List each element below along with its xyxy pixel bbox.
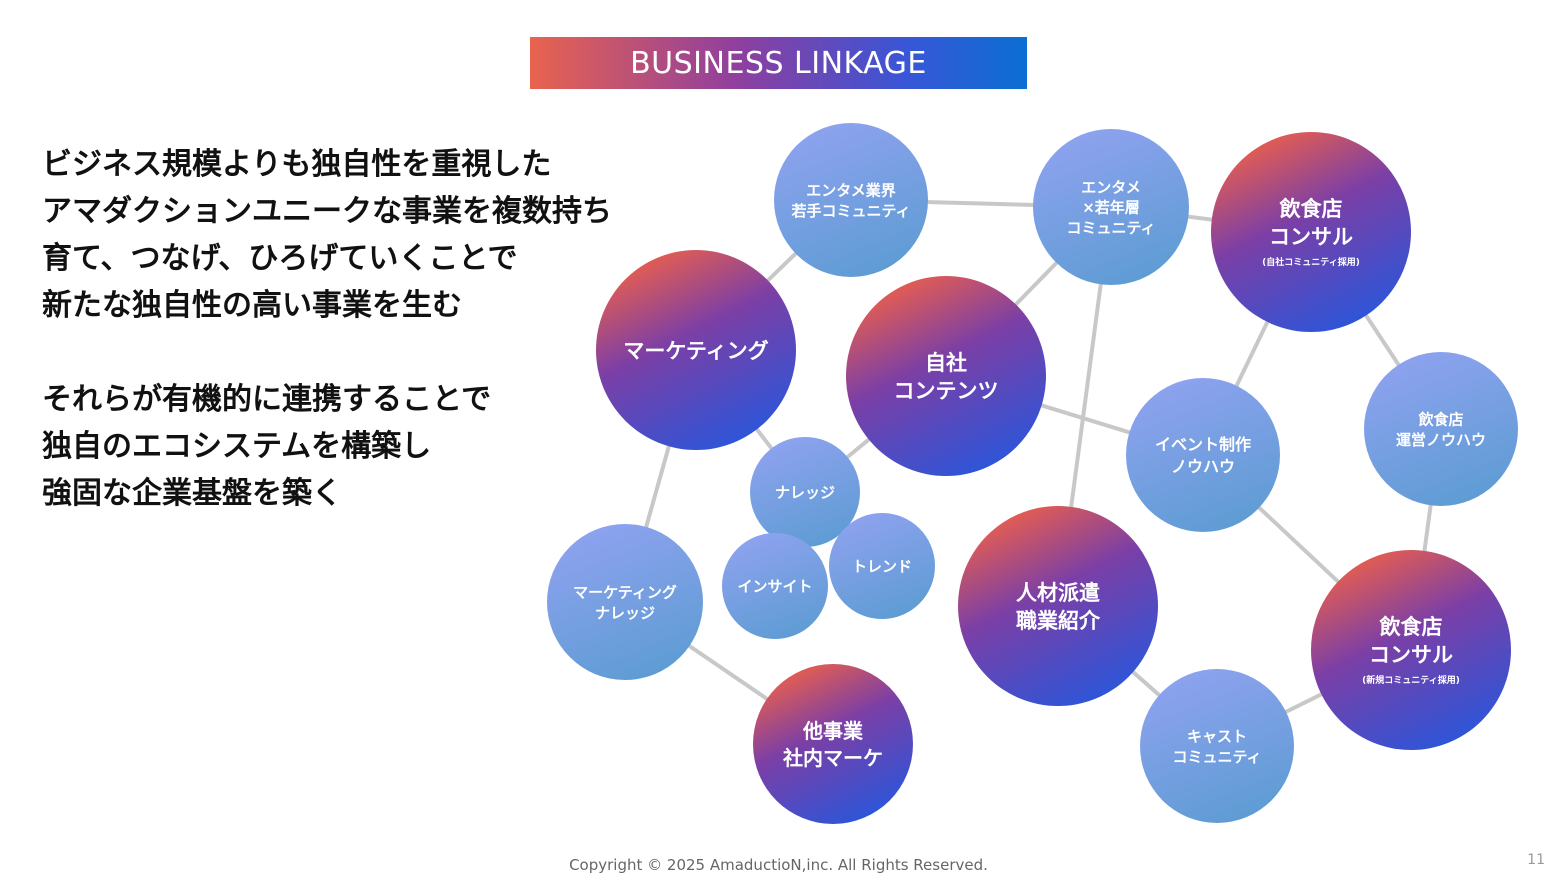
node-label: 人材派遣 xyxy=(1016,581,1100,605)
node-circle xyxy=(547,524,703,680)
network-nodes: エンタメ業界若手コミュニティエンタメ×若年層コミュニティ飲食店コンサル(自社コミ… xyxy=(547,123,1518,824)
node-circle xyxy=(1364,352,1518,506)
node-label: エンタメ xyxy=(1081,178,1141,196)
node-label: キャスト xyxy=(1187,728,1247,746)
node-circle xyxy=(1033,129,1189,285)
node-trend: トレンド xyxy=(829,513,935,619)
node-circle xyxy=(596,250,796,450)
node-label: イベント制作 xyxy=(1155,435,1251,454)
node-label: 飲食店 xyxy=(1279,197,1343,221)
ecosystem-line: 独自のエコシステムを構築し xyxy=(42,429,432,464)
ecosystem-line: それらが有機的に連携することで xyxy=(42,382,492,417)
node-label: コンサル xyxy=(1369,643,1453,667)
node-circle xyxy=(722,533,828,639)
node-circle xyxy=(1311,550,1511,750)
node-label: 他事業 xyxy=(802,719,864,743)
node-circle xyxy=(753,664,913,824)
copyright-notice: Copyright © 2025 AmaductioN,inc. All Rig… xyxy=(569,856,988,874)
node-label: 飲食店 xyxy=(1379,615,1443,639)
node-label: ノウハウ xyxy=(1171,457,1235,476)
node-sublabel: (新規コミュニティ採用) xyxy=(1362,674,1460,686)
intro-line: 育て、つなげ、ひろげていくことで xyxy=(42,241,518,276)
page-number: 11 xyxy=(1527,852,1545,868)
ecosystem-line: 強固な企業基盤を築く xyxy=(42,476,342,511)
node-label: コンサル xyxy=(1269,225,1353,249)
node-circle xyxy=(750,437,860,547)
node-label: マーケティング xyxy=(623,339,768,363)
node-label: コミュニティ xyxy=(1172,748,1261,766)
node-label: 自社 xyxy=(925,351,967,375)
node-sublabel: (自社コミュニティ採用) xyxy=(1262,256,1360,268)
node-label: 運営ノウハウ xyxy=(1396,431,1486,449)
node-circle xyxy=(1126,378,1280,532)
node-insight: インサイト xyxy=(722,533,828,639)
node-circle xyxy=(774,123,928,277)
node-circle xyxy=(958,506,1158,706)
node-circle xyxy=(846,276,1046,476)
node-circle xyxy=(1211,132,1411,332)
node-knowledge: ナレッジ xyxy=(750,437,860,547)
ecosystem-paragraph: それらが有機的に連携することで 独自のエコシステムを構築し 強固な企業基盤を築く xyxy=(42,376,491,517)
node-label: 若手コミュニティ xyxy=(790,202,910,220)
node-label: 職業紹介 xyxy=(1016,609,1101,633)
node-label: ナレッジ xyxy=(775,484,835,502)
node-label: 飲食店 xyxy=(1417,411,1463,429)
node-label: コンテンツ xyxy=(894,379,999,403)
node-circle xyxy=(829,513,935,619)
node-label: コミュニティ xyxy=(1066,219,1155,237)
node-marketing: マーケティング xyxy=(596,250,796,450)
node-label: インサイト xyxy=(737,578,812,596)
intro-line: ビジネス規模よりも独自性を重視した xyxy=(42,147,552,182)
node-label: 社内マーケ xyxy=(782,746,883,770)
intro-line: アマダクションユニークな事業を複数持ち xyxy=(42,194,612,229)
intro-line: 新たな独自性の高い事業を生む xyxy=(42,288,462,323)
page-title: BUSINESS LINKAGE xyxy=(630,45,927,81)
node-label: トレンド xyxy=(852,558,912,576)
node-label: マーケティング xyxy=(573,584,677,602)
intro-paragraph: ビジネス規模よりも独自性を重視した アマダクションユニークな事業を複数持ち 育て… xyxy=(42,141,612,329)
node-label: ナレッジ xyxy=(595,604,655,622)
title-banner: BUSINESS LINKAGE xyxy=(530,37,1027,89)
node-label: ×若年層 xyxy=(1082,199,1140,217)
node-circle xyxy=(1140,669,1294,823)
node-label: エンタメ業界 xyxy=(806,182,896,200)
